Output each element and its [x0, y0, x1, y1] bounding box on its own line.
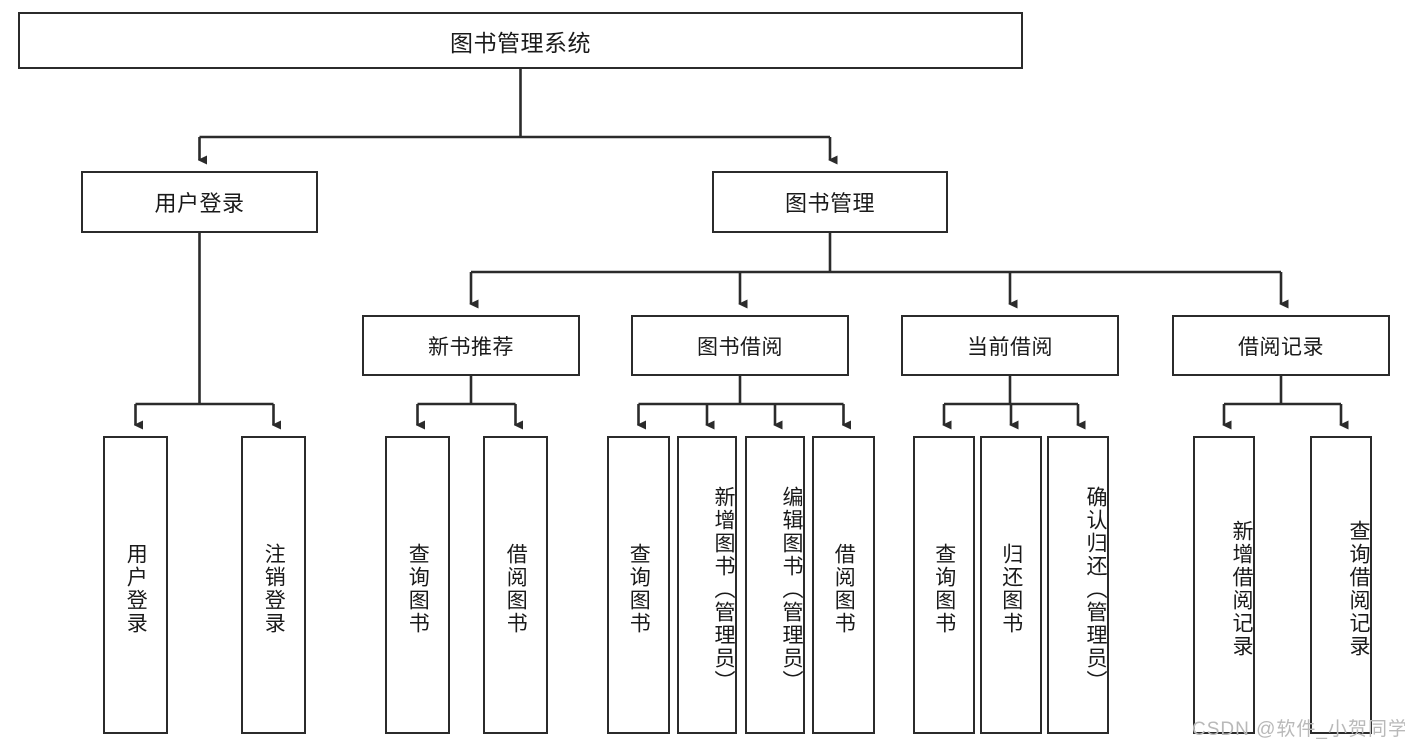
- node-leaf-logout[interactable]: 注销登录: [241, 436, 306, 734]
- node-leaf-query-record[interactable]: 查询借阅记录: [1310, 436, 1372, 734]
- node-root[interactable]: 图书管理系统: [18, 12, 1023, 69]
- node-current-borrow[interactable]: 当前借阅: [901, 315, 1119, 376]
- node-leaf-borrow-book-1[interactable]: 借阅图书: [483, 436, 548, 734]
- node-leaf-query-book-3[interactable]: 查询图书: [913, 436, 975, 734]
- node-leaf-user-login[interactable]: 用户登录: [103, 436, 168, 734]
- node-leaf-query-book-2[interactable]: 查询图书: [607, 436, 670, 734]
- node-leaf-borrow-book-2[interactable]: 借阅图书: [812, 436, 875, 734]
- node-book-manage[interactable]: 图书管理: [712, 171, 948, 233]
- node-new-book-recommend[interactable]: 新书推荐: [362, 315, 580, 376]
- node-leaf-add-book[interactable]: 新增图书（管理员）: [677, 436, 737, 734]
- node-leaf-add-record[interactable]: 新增借阅记录: [1193, 436, 1255, 734]
- node-leaf-confirm-return[interactable]: 确认归还（管理员）: [1047, 436, 1109, 734]
- node-leaf-edit-book[interactable]: 编辑图书（管理员）: [745, 436, 805, 734]
- node-leaf-return-book[interactable]: 归还图书: [980, 436, 1042, 734]
- node-book-borrow[interactable]: 图书借阅: [631, 315, 849, 376]
- csdn-watermark: CSDN @软件_小贺同学: [1192, 719, 1405, 740]
- node-user-login[interactable]: 用户登录: [81, 171, 318, 233]
- node-borrow-record[interactable]: 借阅记录: [1172, 315, 1390, 376]
- node-leaf-query-book-1[interactable]: 查询图书: [385, 436, 450, 734]
